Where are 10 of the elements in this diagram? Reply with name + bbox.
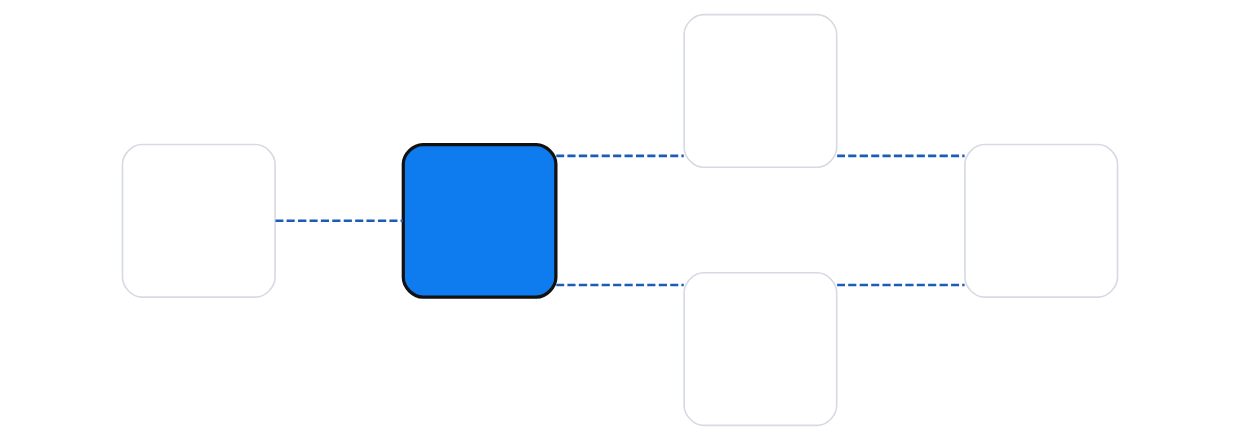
connector — [275, 219, 403, 223]
node-box — [121, 143, 276, 298]
connector — [837, 283, 965, 287]
node-box — [683, 271, 838, 427]
node-box — [964, 143, 1119, 298]
connector — [837, 154, 965, 158]
connector — [556, 154, 684, 158]
node-box — [401, 142, 558, 299]
connector — [556, 283, 684, 287]
node-box — [683, 13, 838, 169]
